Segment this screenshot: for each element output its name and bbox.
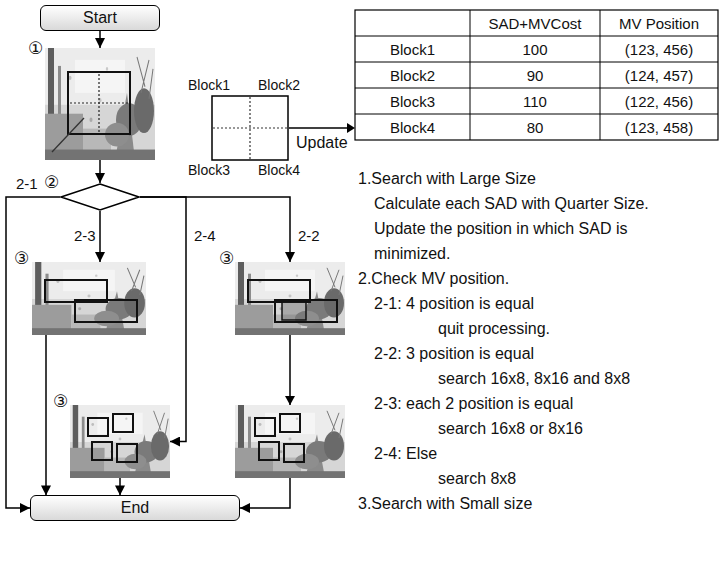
note-text: 2-4: Else	[374, 441, 718, 466]
search-block	[117, 444, 137, 462]
flow-arrow	[140, 197, 290, 262]
block-square	[212, 96, 288, 160]
diamond-outline	[61, 184, 139, 210]
quarter-divider	[213, 127, 287, 128]
flow-arrow	[99, 211, 101, 262]
branch-label: 2-2	[296, 228, 322, 243]
note-text: quit processing.	[438, 316, 718, 341]
branch-label: 2-1	[14, 176, 40, 191]
search-block	[259, 442, 279, 460]
note-text: 3.Search with Small size	[358, 491, 718, 516]
callout-number: ③	[53, 393, 68, 410]
image-panel: ③	[70, 405, 170, 478]
photo-image	[70, 405, 170, 478]
note-text: Update the position in which SAD is mini…	[374, 216, 659, 266]
table-cell: Block1	[355, 36, 470, 62]
photo-image	[45, 48, 155, 160]
decision-diamond: ②	[60, 183, 140, 211]
search-block	[284, 444, 304, 462]
table-cell: 110	[470, 88, 600, 114]
search-block	[248, 280, 310, 302]
note-text: search 16x8, 8x16 and 8x8	[438, 366, 718, 391]
table-rule	[355, 62, 718, 63]
search-block	[275, 300, 337, 322]
flow-arrow	[6, 197, 60, 508]
table-rule	[470, 10, 471, 140]
search-block	[280, 414, 300, 432]
flow-arrow	[99, 31, 101, 48]
table-cell: Block4	[355, 114, 470, 140]
callout-number: ③	[219, 250, 234, 267]
table-cell: MV Position	[600, 10, 718, 36]
photo-image	[32, 262, 146, 335]
table-cell: Block2	[355, 62, 470, 88]
note-text: search 16x8 or 8x16	[438, 416, 718, 441]
flow-arrow	[99, 160, 101, 183]
photo-image	[235, 405, 345, 478]
note-text: 2-2: 3 position is equal	[374, 341, 718, 366]
table-rule	[355, 114, 718, 115]
table-cell: 100	[470, 36, 600, 62]
note-text: search 8x8	[438, 466, 718, 491]
table-rule	[355, 36, 718, 37]
table-cell: 80	[470, 114, 600, 140]
search-block	[45, 280, 107, 302]
search-block	[113, 414, 133, 432]
search-block	[255, 418, 275, 436]
arrow-label: Update	[296, 134, 348, 152]
image-panel: ①	[45, 48, 155, 160]
block-label: Block4	[258, 163, 300, 178]
table-cell: (122, 456)	[600, 88, 718, 114]
quarter-divider	[70, 102, 128, 103]
note-text: Calculate each SAD with Quarter Size.	[374, 191, 659, 216]
note-text: 2-3: each 2 position is equal	[374, 391, 718, 416]
terminal-box: End	[30, 495, 240, 520]
motion-vector	[52, 118, 84, 152]
table-cell: SAD+MVCost	[470, 10, 600, 36]
flow-arrow	[140, 197, 186, 442]
note-text: 2-1: 4 position is equal	[374, 291, 718, 316]
search-block	[282, 302, 306, 320]
image-panel: ③	[32, 262, 146, 335]
box-label: End	[121, 498, 149, 517]
table-cell: Block3	[355, 88, 470, 114]
image-panel: ③	[235, 262, 345, 335]
block-label: Block1	[188, 78, 230, 93]
update-arrow	[289, 127, 347, 129]
flow-arrow	[45, 335, 47, 495]
table-cell: (123, 458)	[600, 114, 718, 140]
search-block	[92, 442, 112, 460]
note-text: 1.Search with Large Size	[358, 166, 718, 191]
diamond-outline	[60, 183, 140, 211]
callout-number: ②	[44, 174, 59, 191]
arrow-head	[285, 396, 295, 405]
branch-label: 2-3	[72, 228, 98, 243]
table-frame	[355, 10, 718, 140]
branch-label: 2-4	[192, 228, 218, 243]
search-block	[75, 300, 137, 322]
search-block	[88, 418, 108, 436]
callout-number: ①	[28, 40, 43, 57]
block-label: Block3	[188, 163, 230, 178]
table-rule	[355, 88, 718, 89]
callout-number: ③	[14, 250, 29, 267]
block-label: Block2	[258, 78, 300, 93]
box-label: Start	[83, 8, 117, 27]
arrow-head	[347, 123, 355, 133]
table-cell: (124, 457)	[600, 62, 718, 88]
table-cell: (123, 456)	[600, 36, 718, 62]
table-cell: 90	[470, 62, 600, 88]
photo-image	[235, 262, 345, 335]
terminal-box: Start	[40, 5, 160, 30]
table-rule	[600, 10, 601, 140]
note-text: 2.Check MV position.	[358, 266, 718, 291]
flow-arrow	[119, 478, 121, 495]
